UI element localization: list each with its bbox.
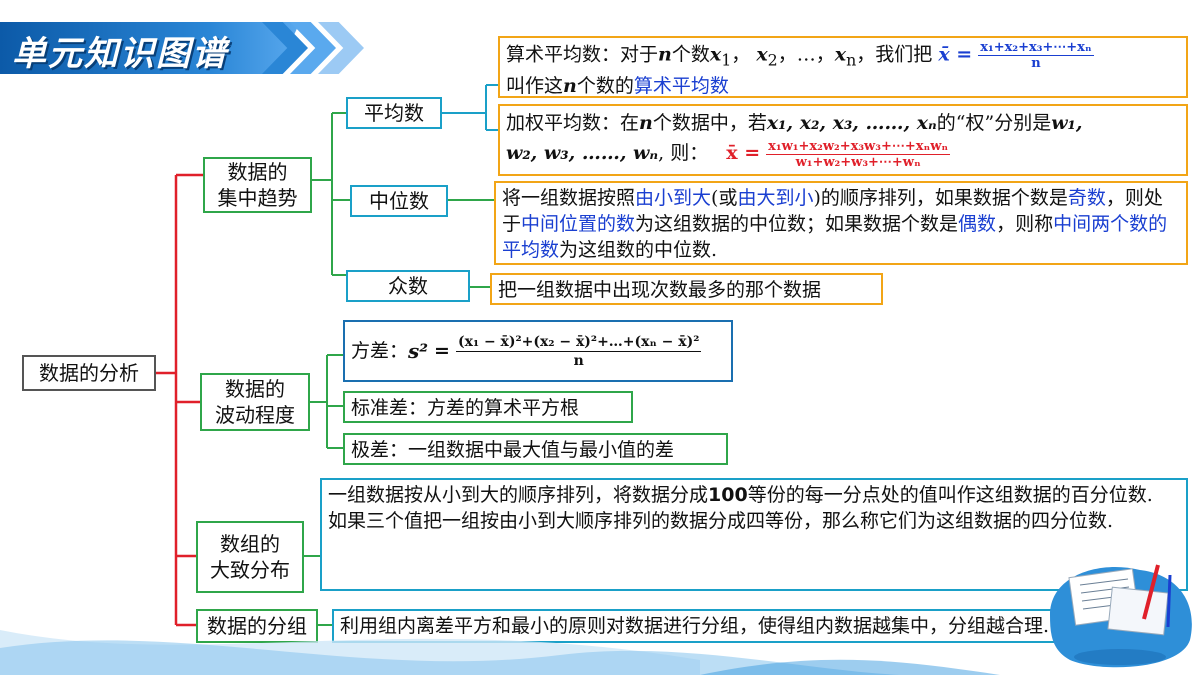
- quartile-paragraph: 如果三个值把一组按由小到大顺序排列的数据分成四等份，那么称它们为这组数据的四分位…: [328, 508, 1180, 534]
- formula-numerator: (x₁ − x̄)²+(x₂ − x̄)²+…+(xₙ − x̄)²: [455, 333, 702, 352]
- math-x: x: [709, 43, 722, 66]
- weighted-mean-box: 加权平均数：在n个数据中，若x₁, x₂, x₃, ……, xₙ的“权”分别是w…: [498, 104, 1188, 176]
- text: 个数: [671, 43, 710, 66]
- range-text: 极差：一组数据中最大值与最小值的差: [351, 439, 675, 461]
- subscript: n: [846, 50, 857, 70]
- branch-label-line1: 数据的: [227, 160, 288, 184]
- stddev-text: 标准差：方差的算术平方根: [351, 397, 580, 419]
- formula-denominator: n: [1031, 56, 1041, 71]
- highlight-text: 算术平均数: [633, 75, 729, 98]
- branch-label: 数据的分组: [207, 614, 307, 638]
- math-x: x: [756, 43, 768, 66]
- number-100: 100: [708, 484, 748, 506]
- formula-equals: =: [434, 340, 450, 362]
- variance-box: 方差： s² = (x₁ − x̄)²+(x₂ − x̄)²+…+(xₙ − x…: [343, 320, 733, 382]
- mode-text: 把一组数据中出现次数最多的那个数据: [498, 279, 822, 301]
- formula-xbar: x̄ =: [726, 142, 761, 164]
- highlight-text: 奇数: [1067, 187, 1106, 209]
- text: 个数的: [576, 75, 634, 98]
- text: 个数据中，若: [652, 112, 767, 134]
- branch-distribution: 数组的 大致分布: [196, 521, 304, 593]
- text: 算术平均数：对于: [506, 43, 659, 66]
- text: 一组数据按从小到大的顺序排列，将数据分成: [328, 484, 709, 506]
- formula-denominator: n: [573, 352, 584, 369]
- arithmetic-mean-box: 算术平均数：对于n个数x1， x2，…，xn，我们把 x̄ = x₁+x₂+x₃…: [498, 36, 1188, 98]
- subscript: 1: [721, 50, 732, 70]
- root-node: 数据的分析: [22, 355, 156, 391]
- distribution-box: 一组数据按从小到大的顺序排列，将数据分成100等份的每一分点处的值叫作这组数据的…: [320, 478, 1188, 591]
- formula-numerator: x₁w₁+x₂w₂+x₃w₃+⋯+xₙwₙ: [766, 138, 951, 155]
- arithmetic-mean-line1: 算术平均数：对于n个数x1， x2，…，xn，我们把 x̄ = x₁+x₂+x₃…: [506, 40, 1180, 73]
- variance-label: 方差：: [351, 340, 409, 362]
- median-box: 将一组数据按照由小到大(或由大到小)的顺序排列，如果数据个数是奇数，则处于中间位…: [494, 181, 1188, 265]
- text: ，我们把: [856, 43, 933, 66]
- grouping-text: 利用组内离差平方和最小的原则对数据进行分组，使得组内数据越集中，分组越合理.: [340, 615, 1050, 637]
- text: ，则称: [996, 213, 1054, 235]
- formula-s-squared: s²: [408, 339, 429, 363]
- mode-box: 把一组数据中出现次数最多的那个数据: [490, 273, 883, 305]
- text: (或: [711, 187, 738, 209]
- math-vars: w₂, w₃, ……, wₙ: [506, 142, 659, 164]
- node-median-label: 中位数: [369, 189, 429, 213]
- node-mode-label: 众数: [388, 274, 428, 298]
- text: ，则处于: [502, 187, 1163, 235]
- math-n: n: [658, 43, 672, 66]
- math-n: n: [563, 75, 577, 98]
- highlight-text: 偶数: [958, 213, 997, 235]
- weighted-mean-line2: w₂, w₃, ……, wₙ, 则： x̄ = x₁w₁+x₂w₂+x₃w₃+⋯…: [506, 138, 1180, 170]
- highlight-text: 由大到小: [737, 187, 814, 209]
- branch-label-line2: 集中趋势: [217, 186, 298, 210]
- formula-denominator: w₁+w₂+w₃+⋯+wₙ: [795, 154, 921, 170]
- text: 为这组数的中位数.: [559, 239, 718, 261]
- math-n: n: [639, 112, 653, 134]
- title-banner: [0, 22, 300, 74]
- root-label: 数据的分析: [39, 361, 139, 385]
- node-mode: 众数: [346, 270, 470, 302]
- branch-label-line2: 大致分布: [210, 558, 290, 582]
- subscript: 2: [767, 50, 778, 70]
- weighted-mean-line1: 加权平均数：在n个数据中，若x₁, x₂, x₃, ……, xₙ的“权”分别是w…: [506, 108, 1180, 138]
- text: 如果三个值把一组按由小到大顺序排列的数据分成四等份，那么称它们为这组数据的四分位…: [328, 510, 1114, 532]
- branch-dispersion: 数据的 波动程度: [200, 373, 310, 431]
- node-mean-label: 平均数: [364, 101, 424, 125]
- stddev-box: 标准差：方差的算术平方根: [343, 391, 633, 423]
- branch-grouping: 数据的分组: [196, 609, 318, 643]
- math-illustration-icon: [1050, 564, 1192, 668]
- text: 的“权”分别是: [936, 112, 1052, 134]
- highlight-text: 由小到大: [635, 187, 712, 209]
- math-x: x: [834, 43, 847, 66]
- text: 将一组数据按照: [502, 187, 636, 209]
- math-w: w₁,: [1051, 112, 1083, 134]
- formula-xbar: x̄ =: [938, 43, 973, 66]
- page-title: 单元知识图谱: [12, 34, 228, 74]
- node-median: 中位数: [350, 185, 448, 217]
- branch-label-line1: 数组的: [220, 532, 280, 556]
- text: 叫作这: [506, 75, 564, 98]
- node-mean: 平均数: [346, 97, 442, 129]
- branch-label-line1: 数据的: [225, 377, 285, 401]
- text: )的顺序排列，如果数据个数是: [813, 187, 1068, 209]
- arithmetic-mean-line2: 叫作这n个数的算术平均数: [506, 73, 1180, 99]
- grouping-box: 利用组内离差平方和最小的原则对数据进行分组，使得组内数据越集中，分组越合理.: [332, 609, 1176, 643]
- text: 为这组数据的中位数；如果数据个数是: [635, 213, 959, 235]
- decorative-wave: [0, 630, 1000, 675]
- highlight-text: 中间两个数的平均数: [502, 213, 1168, 261]
- branch-label-line2: 波动程度: [215, 403, 295, 427]
- text: ，: [731, 43, 751, 66]
- branch-central-tendency: 数据的 集中趋势: [203, 157, 312, 213]
- range-box: 极差：一组数据中最大值与最小值的差: [343, 433, 728, 465]
- text: , 则：: [658, 142, 709, 164]
- text: 等份的每一分点处的值叫作这组数据的百分位数.: [747, 484, 1153, 506]
- text: …，: [796, 43, 835, 66]
- text: 加权平均数：在: [506, 112, 640, 134]
- percentile-paragraph: 一组数据按从小到大的顺序排列，将数据分成100等份的每一分点处的值叫作这组数据的…: [328, 482, 1180, 508]
- text: ，: [777, 43, 797, 66]
- highlight-text: 中间位置的数: [521, 213, 636, 235]
- math-vars: x₁, x₂, x₃, ……, xₙ: [766, 112, 937, 134]
- formula-numerator: x₁+x₂+x₃+⋯+xₙ: [978, 40, 1094, 56]
